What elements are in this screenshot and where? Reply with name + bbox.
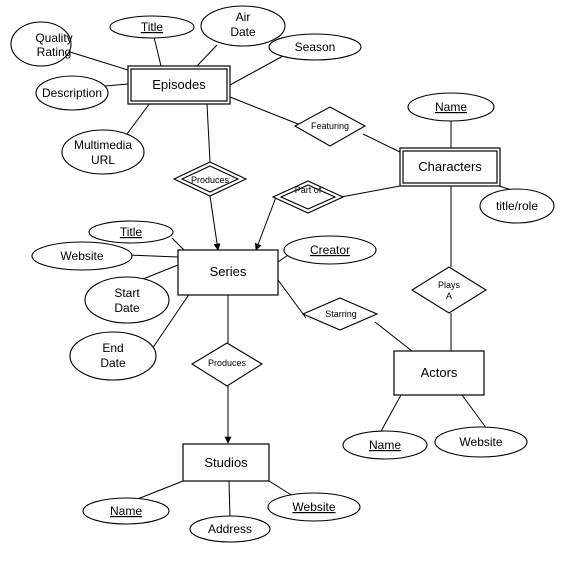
produces-studios-label: Produces [208,358,247,368]
relationship-part-of: Part of [271,180,345,214]
part-of-label: Part of [295,185,322,195]
attribute-episode-title: Title [109,15,195,39]
end-date-line2: Date [100,356,126,370]
relationship-produces-episodes: Produces [172,161,248,197]
attribute-description: Description [35,75,109,111]
entity-characters: Characters [399,147,501,187]
connector-lines [69,36,519,519]
series-title-key: Title [120,225,143,239]
quality-rating-line2: Rating [37,45,72,59]
plays-a-line1: Plays [438,280,461,290]
attribute-season: Season [268,33,362,61]
description-label: Description [42,86,102,100]
attribute-title-role: title/role [479,188,555,224]
attribute-start-date: Start Date [84,276,170,324]
entity-actors: Actors [393,350,485,396]
attribute-studio-name: Name [82,497,170,525]
relationship-plays-a: Plays A [410,266,488,314]
quality-rating-line1: Quality [35,31,72,45]
attribute-character-name: Name [407,92,495,122]
entity-studios: Studios [182,443,270,482]
entity-episodes: Episodes [127,65,231,105]
attribute-studio-website: Website [267,492,361,522]
start-date-line1: Start [114,286,140,300]
attribute-actor-name: Name [342,430,428,460]
attribute-multimedia-url: Multimedia URL [61,129,145,175]
title-role-label: title/role [496,199,538,213]
air-date-line2: Date [230,25,256,39]
actors-label: Actors [421,365,458,380]
start-date-line2: Date [114,301,140,315]
actor-website-label: Website [459,435,502,449]
starring-label: Starring [325,309,357,319]
attribute-end-date: End Date [69,331,157,381]
studio-name-key: Name [110,504,142,518]
multimedia-url-line1: Multimedia [74,138,132,152]
attribute-address: Address [189,515,271,543]
attribute-actor-website: Website [434,426,528,458]
relationship-produces-studios: Produces [190,342,264,387]
plays-a-line2: A [446,291,452,301]
studios-label: Studios [204,455,248,470]
relationship-starring: Starring [301,297,379,331]
studio-website-key: Website [292,500,335,514]
featuring-label: Featuring [311,121,349,131]
address-label: Address [208,522,252,536]
characters-label: Characters [418,159,482,174]
series-label: Series [210,264,247,279]
multimedia-url-line2: URL [91,153,115,167]
character-name-key: Name [435,100,467,114]
attribute-creator: Creator [283,235,377,265]
attribute-series-title: Title [88,220,174,244]
creator-key: Creator [310,243,350,257]
produces-episodes-label: Produces [191,175,230,185]
relationship-featuring: Featuring [293,106,367,147]
season-label: Season [295,40,336,54]
attribute-quality-rating: Quality Rating [10,21,73,67]
entity-series: Series [177,249,279,296]
end-date-line1: End [102,341,123,355]
attribute-website: Website [31,241,133,271]
website-label: Website [60,249,103,263]
attribute-air-date: Air Date [200,5,286,47]
episode-title-key: Title [141,20,164,34]
actor-name-key: Name [369,438,401,452]
episodes-label: Episodes [152,77,206,92]
air-date-line1: Air [236,10,251,24]
